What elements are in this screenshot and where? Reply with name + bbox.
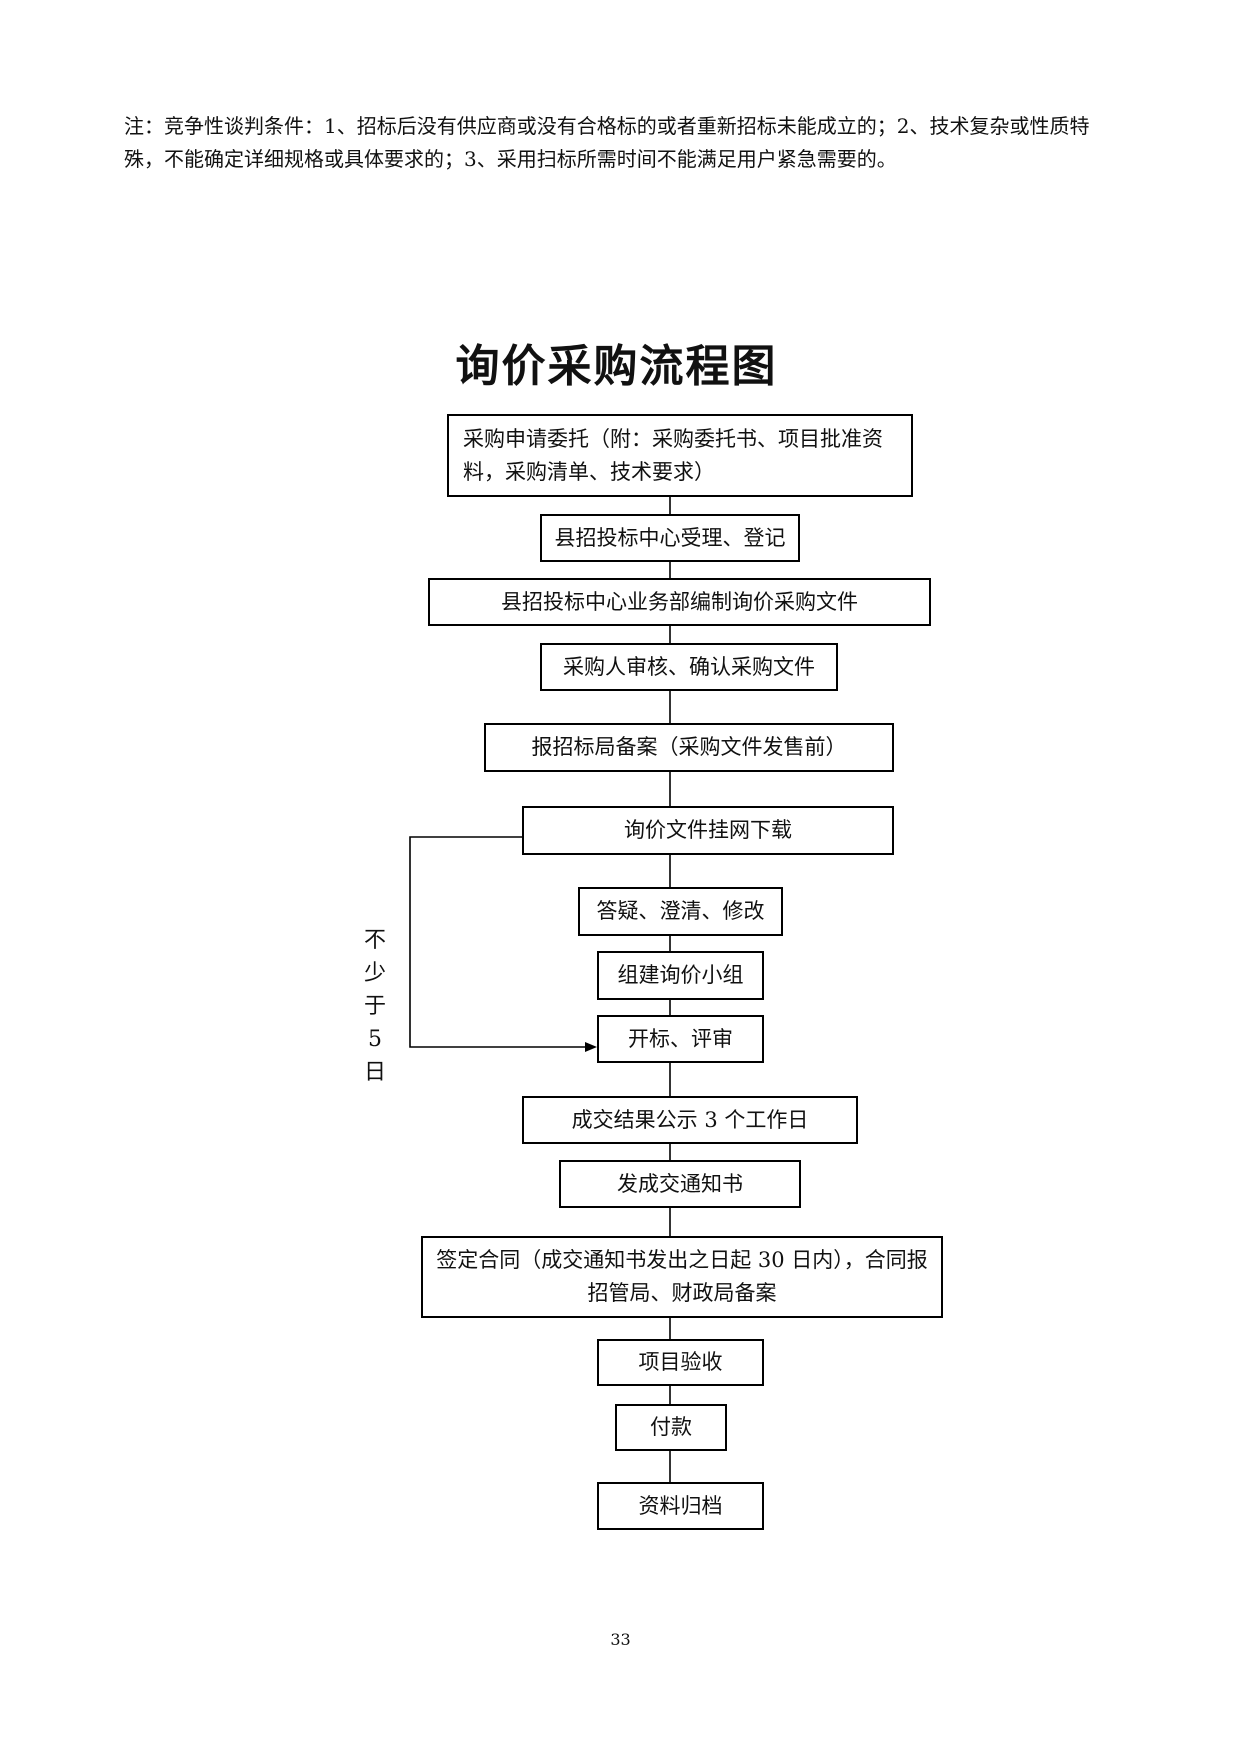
five-day-label-char: 少 <box>363 961 386 986</box>
step-bid-opening-label: 开标、评审 <box>628 1026 733 1051</box>
step-filing: 报招标局备案（采购文件发售前） <box>484 723 894 772</box>
step-registration: 县招投标中心受理、登记 <box>540 514 800 562</box>
five-day-label-char: 日 <box>363 1060 386 1085</box>
step-payment-label: 付款 <box>650 1415 692 1439</box>
step-sign-contract-label: 签定合同（成交通知书发出之日起 30 日内），合同报招管局、财政局备案 <box>436 1248 928 1305</box>
bracket-arrowhead <box>585 1042 597 1052</box>
competitive-negotiation-note: 注：竞争性谈判条件：1、招标后没有供应商或没有合格标的或者重新招标未能成立的；2… <box>124 114 1090 171</box>
step-acceptance: 项目验收 <box>597 1339 764 1386</box>
five-day-label: 不 少 于 5 日 <box>360 924 390 1089</box>
page-number: 33 <box>610 1630 631 1649</box>
step-award-notice-label: 发成交通知书 <box>617 1171 743 1196</box>
step-archive: 资料归档 <box>597 1482 764 1530</box>
step-clarification-label: 答疑、澄清、修改 <box>596 899 765 923</box>
step-clarification: 答疑、澄清、修改 <box>578 887 783 936</box>
five-day-label-char: 不 <box>363 928 386 953</box>
five-day-label-char: 于 <box>363 994 386 1019</box>
step-acceptance-label: 项目验收 <box>638 1350 723 1374</box>
step-award-notice: 发成交通知书 <box>559 1160 801 1208</box>
step-archive-label: 资料归档 <box>638 1493 723 1518</box>
step-bid-opening: 开标、评审 <box>597 1015 764 1063</box>
step-payment: 付款 <box>615 1404 727 1451</box>
step-prepare-documents: 县招投标中心业务部编制询价采购文件 <box>428 578 931 626</box>
flowchart-title: 询价采购流程图 <box>0 330 1241 394</box>
step-form-panel-label: 组建询价小组 <box>617 963 744 987</box>
step-buyer-review: 采购人审核、确认采购文件 <box>540 643 838 691</box>
step-purchase-request-label: 采购申请委托（附：采购委托书、项目批准资料，采购清单、技术要求） <box>463 426 883 484</box>
step-sign-contract: 签定合同（成交通知书发出之日起 30 日内），合同报招管局、财政局备案 <box>421 1236 943 1318</box>
step-online-download: 询价文件挂网下载 <box>522 806 894 855</box>
flowchart-title-text: 询价采购流程图 <box>455 341 778 392</box>
step-prepare-documents-label: 县招投标中心业务部编制询价采购文件 <box>501 589 858 614</box>
step-form-panel: 组建询价小组 <box>597 951 764 1000</box>
step-online-download-label: 询价文件挂网下载 <box>624 818 792 842</box>
step-registration-label: 县招投标中心受理、登记 <box>554 525 786 550</box>
step-filing-label: 报招标局备案（采购文件发售前） <box>531 735 847 759</box>
step-result-publicity-label: 成交结果公示 3 个工作日 <box>571 1107 809 1132</box>
step-purchase-request: 采购申请委托（附：采购委托书、项目批准资料，采购清单、技术要求） <box>447 414 913 497</box>
five-day-label-char: 5 <box>368 1027 382 1052</box>
step-result-publicity: 成交结果公示 3 个工作日 <box>522 1096 858 1144</box>
step-buyer-review-label: 采购人审核、确认采购文件 <box>563 654 815 679</box>
five-day-bracket-line <box>409 836 586 1048</box>
